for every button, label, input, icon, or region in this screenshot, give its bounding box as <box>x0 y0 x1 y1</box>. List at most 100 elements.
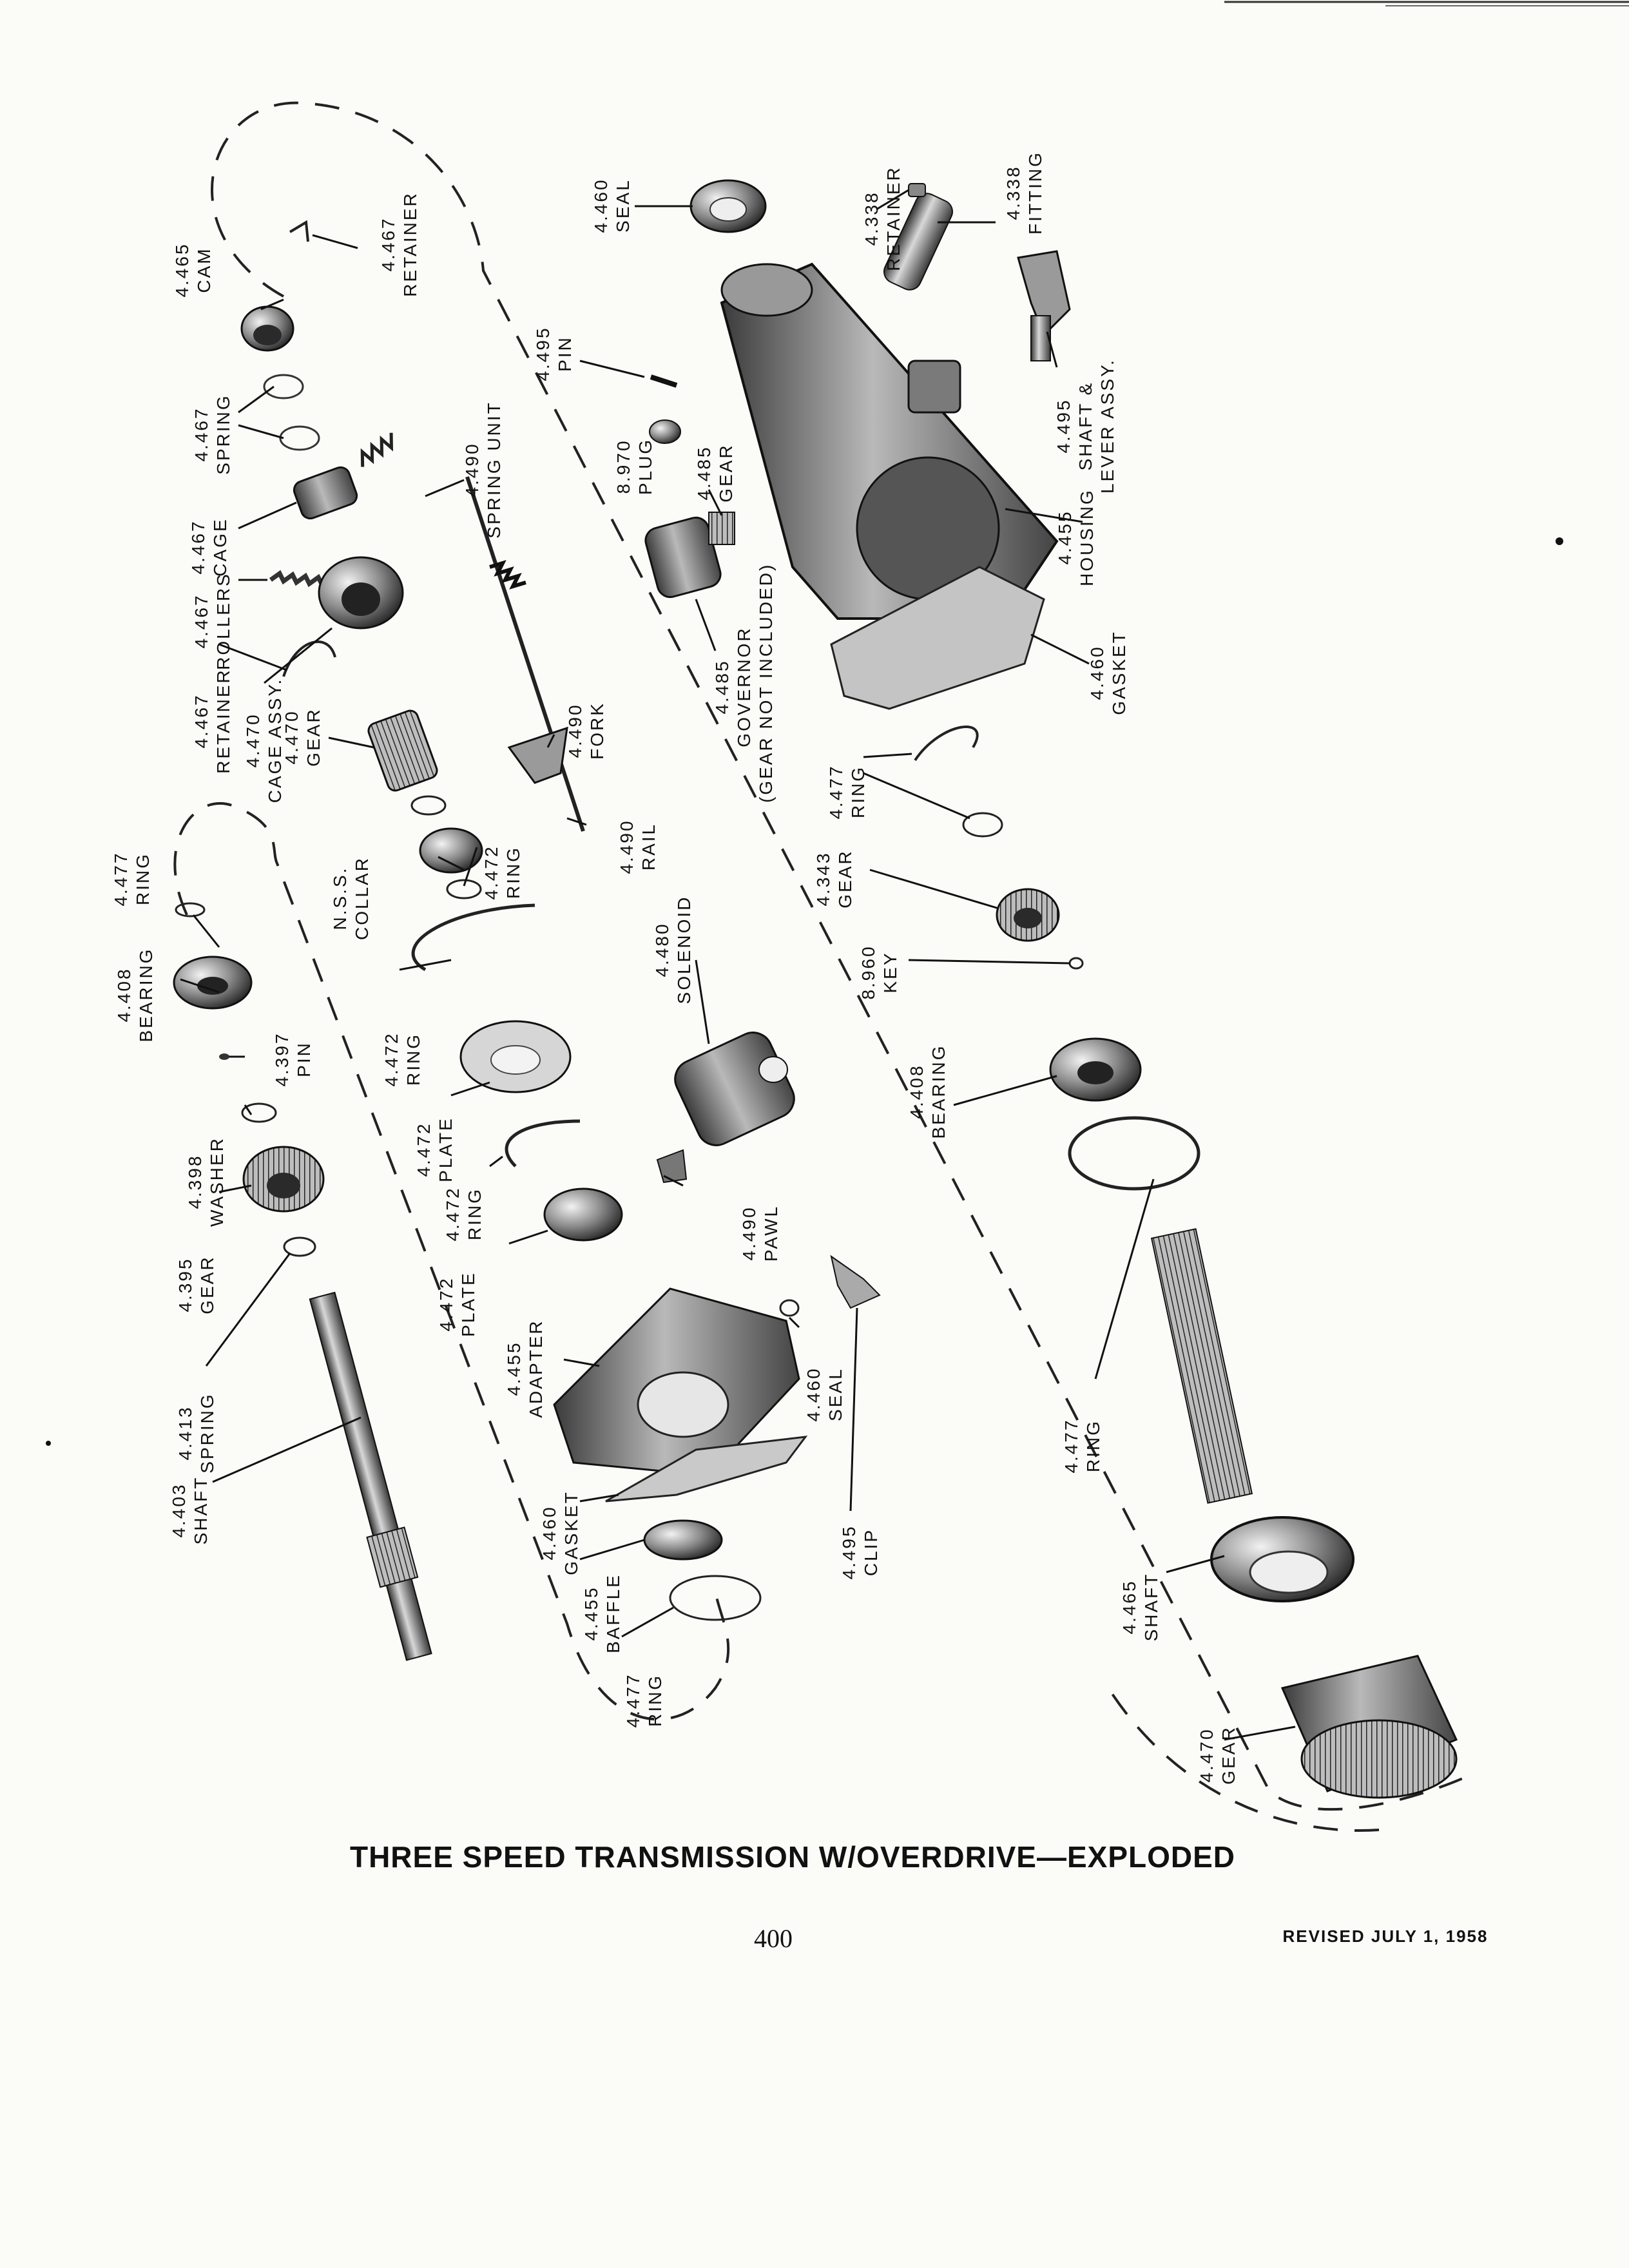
fork-part <box>507 726 568 784</box>
gear-395-part <box>242 1146 325 1213</box>
label-governor-name: GOVERNOR <box>734 626 754 747</box>
label-gasket-top-number: 4.460 <box>1087 645 1107 700</box>
dashed-path-bottom-right <box>1107 1687 1380 1832</box>
pawl-part <box>656 1149 688 1184</box>
governor-part <box>644 512 735 599</box>
cage-assembly-part <box>318 556 404 629</box>
label-ring-477a-number: 4.477 <box>826 764 846 820</box>
ring-477-bottom-part <box>669 1575 762 1621</box>
fitting-part <box>883 193 953 291</box>
label-ring-477-bottom-name: RING <box>645 1674 665 1727</box>
label-bearing-right-number: 4.408 <box>907 1064 927 1119</box>
label-gasket-bottom-name: GASKET <box>561 1490 581 1575</box>
label-governor-number: 4.485 <box>712 659 732 715</box>
bearing-right-part <box>1049 1037 1142 1102</box>
scan-speck <box>1556 537 1563 545</box>
spring-unit-coil-part <box>489 560 526 590</box>
gear-470b-part <box>1280 1655 1458 1799</box>
ring-477-right-part <box>1068 1116 1200 1191</box>
label-rail-number: 4.490 <box>617 819 637 874</box>
label-pawl-number: 4.490 <box>739 1206 759 1261</box>
cage-part <box>293 466 358 520</box>
label-bearing-left-name: BEARING <box>136 947 156 1043</box>
gear-343-part <box>996 888 1060 942</box>
ring-472-large-part <box>411 903 535 972</box>
label-shaft-465-name: SHAFT <box>1141 1572 1161 1642</box>
plug-part <box>649 419 681 444</box>
cam-part <box>240 305 294 352</box>
label-ring-477-left-number: 4.477 <box>111 851 131 907</box>
label-nss-collar-number: N.S.S. <box>330 866 350 930</box>
housing-part <box>720 262 1059 620</box>
label-ring-477-right-number: 4.477 <box>1061 1418 1081 1474</box>
label-pin-397-number: 4.397 <box>272 1032 292 1087</box>
label-ring-472c-number: 4.472 <box>443 1186 463 1242</box>
label-seal-bottom-number: 4.460 <box>804 1367 824 1422</box>
label-washer-name: WASHER <box>207 1137 227 1227</box>
label-cam-number: 4.465 <box>172 242 192 298</box>
label-plate-472a-number: 4.472 <box>414 1122 434 1177</box>
label-governor-name2: (GEAR NOT INCLUDED) <box>756 562 776 803</box>
ring-477-left-part <box>175 902 206 918</box>
label-ring-472b-number: 4.472 <box>381 1032 401 1087</box>
label-retainer-338-name: RETAINER <box>883 166 903 271</box>
shaft-403-part <box>309 1291 432 1661</box>
label-pin-495-number: 4.495 <box>533 326 553 381</box>
page-title: THREE SPEED TRANSMISSION W/OVERDRIVE—EXP… <box>349 1840 1236 1874</box>
label-ring-472a-name: RING <box>503 846 523 899</box>
ring-472-small-part-2 <box>446 879 482 899</box>
label-retainer-467-number: 4.467 <box>191 693 211 749</box>
label-ring-477-right-name: RING <box>1083 1419 1103 1472</box>
label-key-number: 8.960 <box>858 945 878 1000</box>
label-ring-477a-name: RING <box>848 765 868 818</box>
label-ring-472a-number: 4.472 <box>481 845 501 900</box>
label-cage-assy-number: 4.470 <box>243 713 263 768</box>
label-adapter-name: ADAPTER <box>526 1319 546 1418</box>
label-gear-485-number: 4.485 <box>694 445 714 501</box>
label-gear-470b-name: GEAR <box>1219 1725 1239 1785</box>
label-gear-470b-number: 4.470 <box>1197 1727 1217 1783</box>
shaft-465-part <box>1150 1228 1354 1602</box>
label-gear-470a-number: 4.470 <box>282 709 302 765</box>
label-gasket-bottom-number: 4.460 <box>539 1505 559 1561</box>
shaft-lever-part <box>1017 250 1071 361</box>
label-gear-343-number: 4.343 <box>813 851 833 907</box>
label-shaft-465-number: 4.465 <box>1119 1579 1139 1635</box>
label-ring-477-left-name: RING <box>133 852 153 905</box>
label-gasket-top-name: GASKET <box>1109 630 1129 715</box>
bearing-left-part <box>173 956 253 1010</box>
label-spring-467-name: SPRING <box>213 394 233 475</box>
ring-477a-part-1 <box>914 726 979 762</box>
pin-397-part <box>219 1053 229 1060</box>
label-spring-467-number: 4.467 <box>191 407 211 462</box>
retainer-wire-part <box>282 640 336 677</box>
retainer-338-part <box>908 183 926 197</box>
label-solenoid-name: SOLENOID <box>674 895 694 1004</box>
page-number: 400 <box>754 1924 793 1953</box>
